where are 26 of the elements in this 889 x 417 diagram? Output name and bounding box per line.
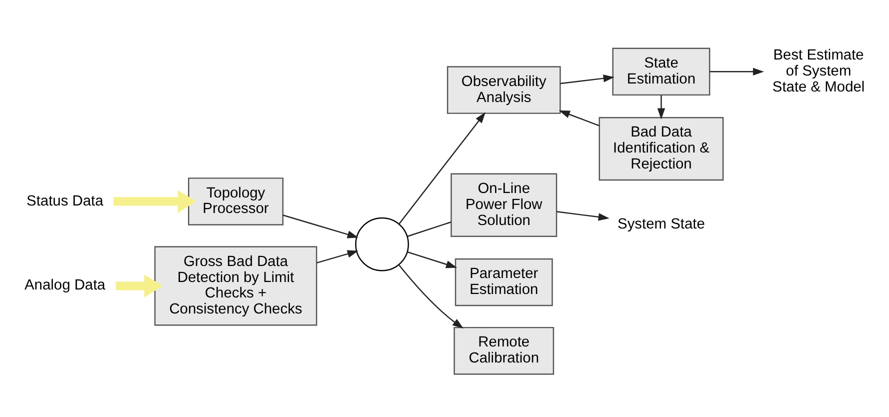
arrow xyxy=(710,68,764,76)
node-circle xyxy=(355,217,409,272)
arrow xyxy=(407,251,458,268)
node-box: On-Line Power Flow Solution xyxy=(450,173,558,237)
node-box: Bad Data Identification & Rejection xyxy=(598,116,724,181)
node-box: Gross Bad Data Detection by Limit Checks + Consistency Checks xyxy=(154,246,318,326)
node-box: Topology Processor xyxy=(188,178,284,226)
node-box: State Estimation xyxy=(612,48,710,96)
arrow xyxy=(114,190,196,213)
arrow xyxy=(282,214,358,238)
arrow xyxy=(398,112,486,224)
arrow xyxy=(560,74,614,84)
node-text: System State xyxy=(618,216,705,233)
node-box: Remote Calibration xyxy=(454,326,554,375)
node-text: Best Estimate of System State & Model xyxy=(772,48,865,96)
node-box: Parameter Estimation xyxy=(454,258,553,306)
arrow xyxy=(558,110,600,126)
arrow xyxy=(116,274,163,298)
node-box: Observability Analysis xyxy=(446,66,561,114)
node-text: Status Data xyxy=(26,193,104,210)
arrow xyxy=(556,211,610,221)
node-text: Analog Data xyxy=(24,278,106,294)
arrow xyxy=(398,264,464,328)
arrow xyxy=(657,95,666,120)
arrow xyxy=(316,250,358,264)
connector xyxy=(407,222,452,237)
